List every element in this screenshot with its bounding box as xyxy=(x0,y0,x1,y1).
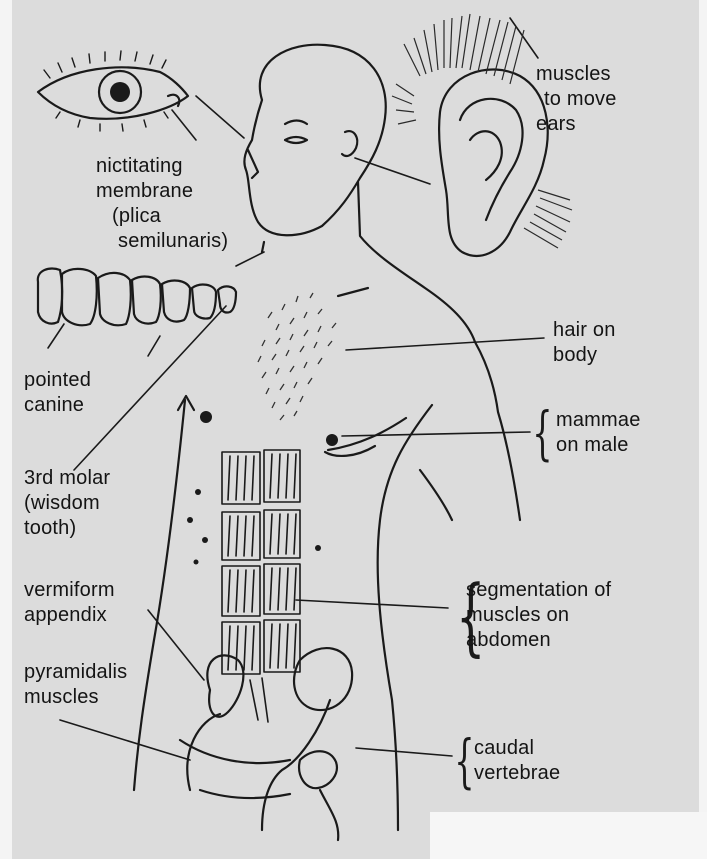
eye-lid xyxy=(285,137,307,143)
left-body-line xyxy=(134,400,185,790)
label-line: appendix xyxy=(24,603,115,628)
nose-line xyxy=(248,150,258,178)
label-nictitating-membrane: nictitating membrane (plica semilunaris) xyxy=(96,154,228,254)
brace-mammae: { xyxy=(532,404,552,462)
neck-right xyxy=(358,182,475,342)
label-third-molar: 3rd molar (wisdom tooth) xyxy=(24,466,110,541)
label-segmentation: segmentation of muscles on abdomen xyxy=(466,578,611,653)
label-line: segmentation of xyxy=(466,578,611,603)
label-line: (wisdom xyxy=(24,491,110,516)
label-caudal-vertebrae: caudal vertebrae xyxy=(474,736,560,786)
label-line: nictitating xyxy=(96,154,228,179)
right-nipple xyxy=(326,434,338,446)
collarbone xyxy=(338,288,368,296)
label-line: on male xyxy=(556,433,641,458)
label-line: 3rd molar xyxy=(24,466,110,491)
tooth-7 xyxy=(218,286,236,312)
pec-line xyxy=(328,418,406,450)
label-ear-muscles: muscles to move ears xyxy=(536,62,617,137)
pec-lower xyxy=(325,446,375,456)
label-mammae-on-male: mammae on male xyxy=(556,408,641,458)
label-line: semilunaris) xyxy=(96,229,228,254)
tooth-1 xyxy=(38,269,62,324)
head-outline xyxy=(244,45,385,236)
label-pyramidalis-muscles: pyramidalis muscles xyxy=(24,660,127,710)
caudal-vertebrae xyxy=(299,751,338,840)
small-ear xyxy=(342,131,357,156)
label-line: pyramidalis xyxy=(24,660,127,685)
pupil xyxy=(110,82,130,102)
tooth-4 xyxy=(132,277,161,324)
label-line: body xyxy=(553,343,616,368)
right-waist xyxy=(378,405,432,830)
label-line: to move xyxy=(536,87,617,112)
label-line: pointed xyxy=(24,368,91,393)
ear-inner xyxy=(460,99,523,220)
label-vermiform-appendix: vermiform appendix xyxy=(24,578,115,628)
abdominal-muscles xyxy=(222,450,300,722)
neck-left xyxy=(262,242,264,252)
label-line: hair on xyxy=(553,318,616,343)
label-line: tooth) xyxy=(24,516,110,541)
label-line: ears xyxy=(536,112,617,137)
large-ear xyxy=(439,69,548,255)
tooth-3 xyxy=(98,273,131,325)
pelvis xyxy=(180,740,290,798)
tooth-2 xyxy=(62,269,97,325)
left-nipple xyxy=(200,411,212,423)
label-line: membrane xyxy=(96,179,228,204)
label-line: vermiform xyxy=(24,578,115,603)
arrow-top xyxy=(178,396,194,410)
body-hair xyxy=(258,293,336,420)
label-hair-on-body: hair on body xyxy=(553,318,616,368)
label-line: muscles xyxy=(536,62,617,87)
tooth-6 xyxy=(192,285,216,319)
label-line: (plica xyxy=(96,204,228,229)
label-line: vertebrae xyxy=(474,761,560,786)
label-line: mammae xyxy=(556,408,641,433)
closed-eye xyxy=(285,121,307,125)
armpit xyxy=(420,470,452,520)
label-line: caudal xyxy=(474,736,560,761)
brace-caudal: { xyxy=(454,732,474,790)
label-line: abdomen xyxy=(466,628,611,653)
label-pointed-canine: pointed canine xyxy=(24,368,91,418)
label-line: muscles xyxy=(24,685,127,710)
ear-fold xyxy=(470,131,502,180)
label-line: muscles on xyxy=(466,603,611,628)
right-side xyxy=(475,342,520,520)
tooth-5 xyxy=(162,281,190,322)
label-line: canine xyxy=(24,393,91,418)
